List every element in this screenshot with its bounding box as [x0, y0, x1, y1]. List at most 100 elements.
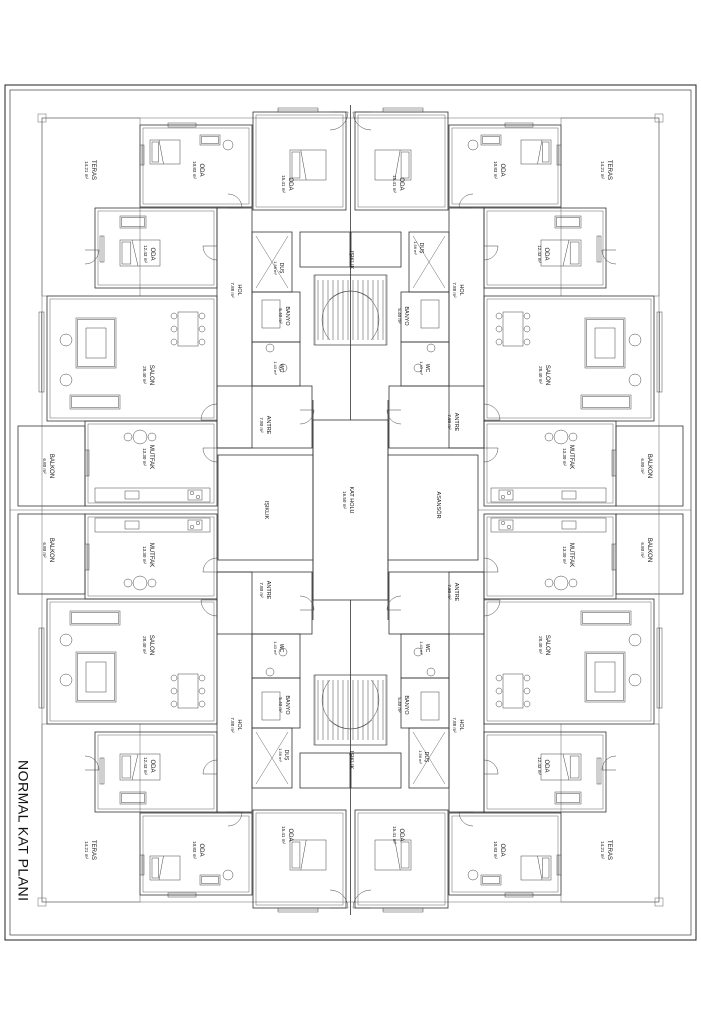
svg-text:IŞIKLIK: IŞIKLIK [348, 251, 354, 270]
dining-table-bl-chair [170, 674, 178, 682]
kitchen-sink-br [561, 520, 577, 530]
armchair-top-tl [59, 333, 73, 347]
armchair-top-bl [59, 673, 73, 687]
wardrobe-oda-bl-cushion [201, 876, 219, 884]
dining-table-tl-chair [198, 325, 206, 333]
svg-text:13.30 m²: 13.30 m² [562, 546, 567, 564]
room-label-wc-bl: WC1.43 m² [273, 641, 284, 655]
stair-well-tr [314, 274, 388, 346]
svg-text:BALKON: BALKON [646, 454, 652, 478]
svg-text:7.88 m²: 7.88 m² [452, 717, 457, 733]
burner-a-br [506, 524, 512, 530]
mutfak-inner-bl [87, 516, 215, 597]
svg-text:SALON: SALON [544, 635, 550, 655]
bed-oda-tl-pillow [151, 141, 159, 163]
dining-table-bl-chair [170, 700, 178, 708]
oda-large-inner-br [357, 812, 446, 906]
sofa-set-bl [75, 651, 117, 703]
bed-oda12-tr-cover [562, 239, 570, 267]
oda-inner-tr [451, 127, 559, 205]
svg-text:10.83 m²: 10.83 m² [493, 841, 498, 859]
svg-text:DUŞ: DUŞ [423, 752, 429, 763]
dining-table-tr-chair [523, 338, 531, 346]
burner-a-tr [506, 490, 512, 496]
oda-large-inner-bl [255, 812, 344, 906]
svg-text:5.40 m²: 5.40 m² [397, 697, 402, 713]
svg-text:1.56 m²: 1.56 m² [413, 241, 418, 255]
burner-b-tr [500, 494, 506, 500]
bathtub-bl [261, 691, 281, 721]
burner-a-tl [189, 490, 195, 496]
sofa-bottom-tr [580, 394, 632, 410]
furniture [59, 134, 642, 886]
kitchen-table-tl [132, 429, 148, 445]
dining-table-bl-chair [198, 700, 206, 708]
svg-text:12.43 m²: 12.43 m² [537, 757, 542, 775]
dining-table-br-chair [495, 674, 503, 682]
kitchen-stove-bl [187, 519, 203, 531]
wc-bowl-br [413, 647, 423, 657]
sofa-set-tr-cushion [586, 319, 624, 367]
wc-bowl-tr [413, 363, 423, 373]
svg-text:KAT HOLU: KAT HOLU [348, 487, 354, 514]
sofa-bottom-br [580, 610, 632, 626]
teras-area-tr [560, 117, 660, 297]
armchair-bottom-bl [59, 633, 73, 647]
isiklik-shaft-br [350, 752, 402, 789]
armchair-bottom-tl [59, 373, 73, 387]
door-entrance-bl [299, 595, 315, 611]
sofa-bottom-tl [69, 394, 121, 410]
dining-table-tl [177, 311, 199, 347]
oda-large-inner-tl [255, 114, 344, 208]
kitchen-sink-tr [561, 490, 577, 500]
salon-inner-br [486, 601, 652, 722]
door-oda12-br [483, 759, 499, 775]
salon-inner-bl [49, 601, 215, 722]
svg-text:ODA: ODA [543, 247, 549, 260]
bed-oda-large-bl-pillow [291, 841, 301, 869]
svg-text:6.80 m²: 6.80 m² [640, 458, 645, 474]
svg-text:TERAS: TERAS [90, 840, 96, 860]
door-salon-br [483, 599, 501, 617]
bed-oda-large-tl-cover [300, 149, 307, 181]
svg-text:ODA: ODA [149, 247, 155, 260]
door-mutfak-br [483, 557, 499, 573]
svg-text:1.43 m²: 1.43 m² [419, 641, 424, 655]
kitchen-chair-b-tr [544, 432, 554, 442]
svg-text:ODA: ODA [149, 759, 155, 772]
burner-a-bl [189, 524, 195, 530]
dining-table-tr-chair [495, 338, 503, 346]
sheet-frame [4, 84, 697, 941]
coffee-table-tr [594, 327, 616, 359]
dining-table-br [502, 673, 524, 709]
kitchen-stove-tr [498, 489, 514, 501]
bed-oda-bl-pillow [151, 857, 159, 879]
svg-text:MUTFAK: MUTFAK [148, 445, 154, 469]
lamp-oda-tr [467, 139, 479, 151]
svg-text:7.88 m²: 7.88 m² [230, 282, 235, 298]
svg-text:TERAS: TERAS [90, 160, 96, 180]
svg-text:BANYO: BANYO [403, 306, 409, 326]
door-teras-tr [601, 249, 617, 265]
bed-oda12-tr [540, 239, 582, 267]
washbasin-tr [426, 343, 436, 353]
wardrobe-oda12-tl [119, 215, 147, 229]
svg-text:7.80 m²: 7.80 m² [259, 582, 264, 598]
door-mutfak-bl [202, 557, 218, 573]
room-label-wc-tr: WC1.43 m² [419, 361, 430, 375]
svg-text:1.43 m²: 1.43 m² [419, 361, 424, 375]
wardrobe-oda-br [480, 874, 502, 886]
dining-table-bl-chair [198, 674, 206, 682]
